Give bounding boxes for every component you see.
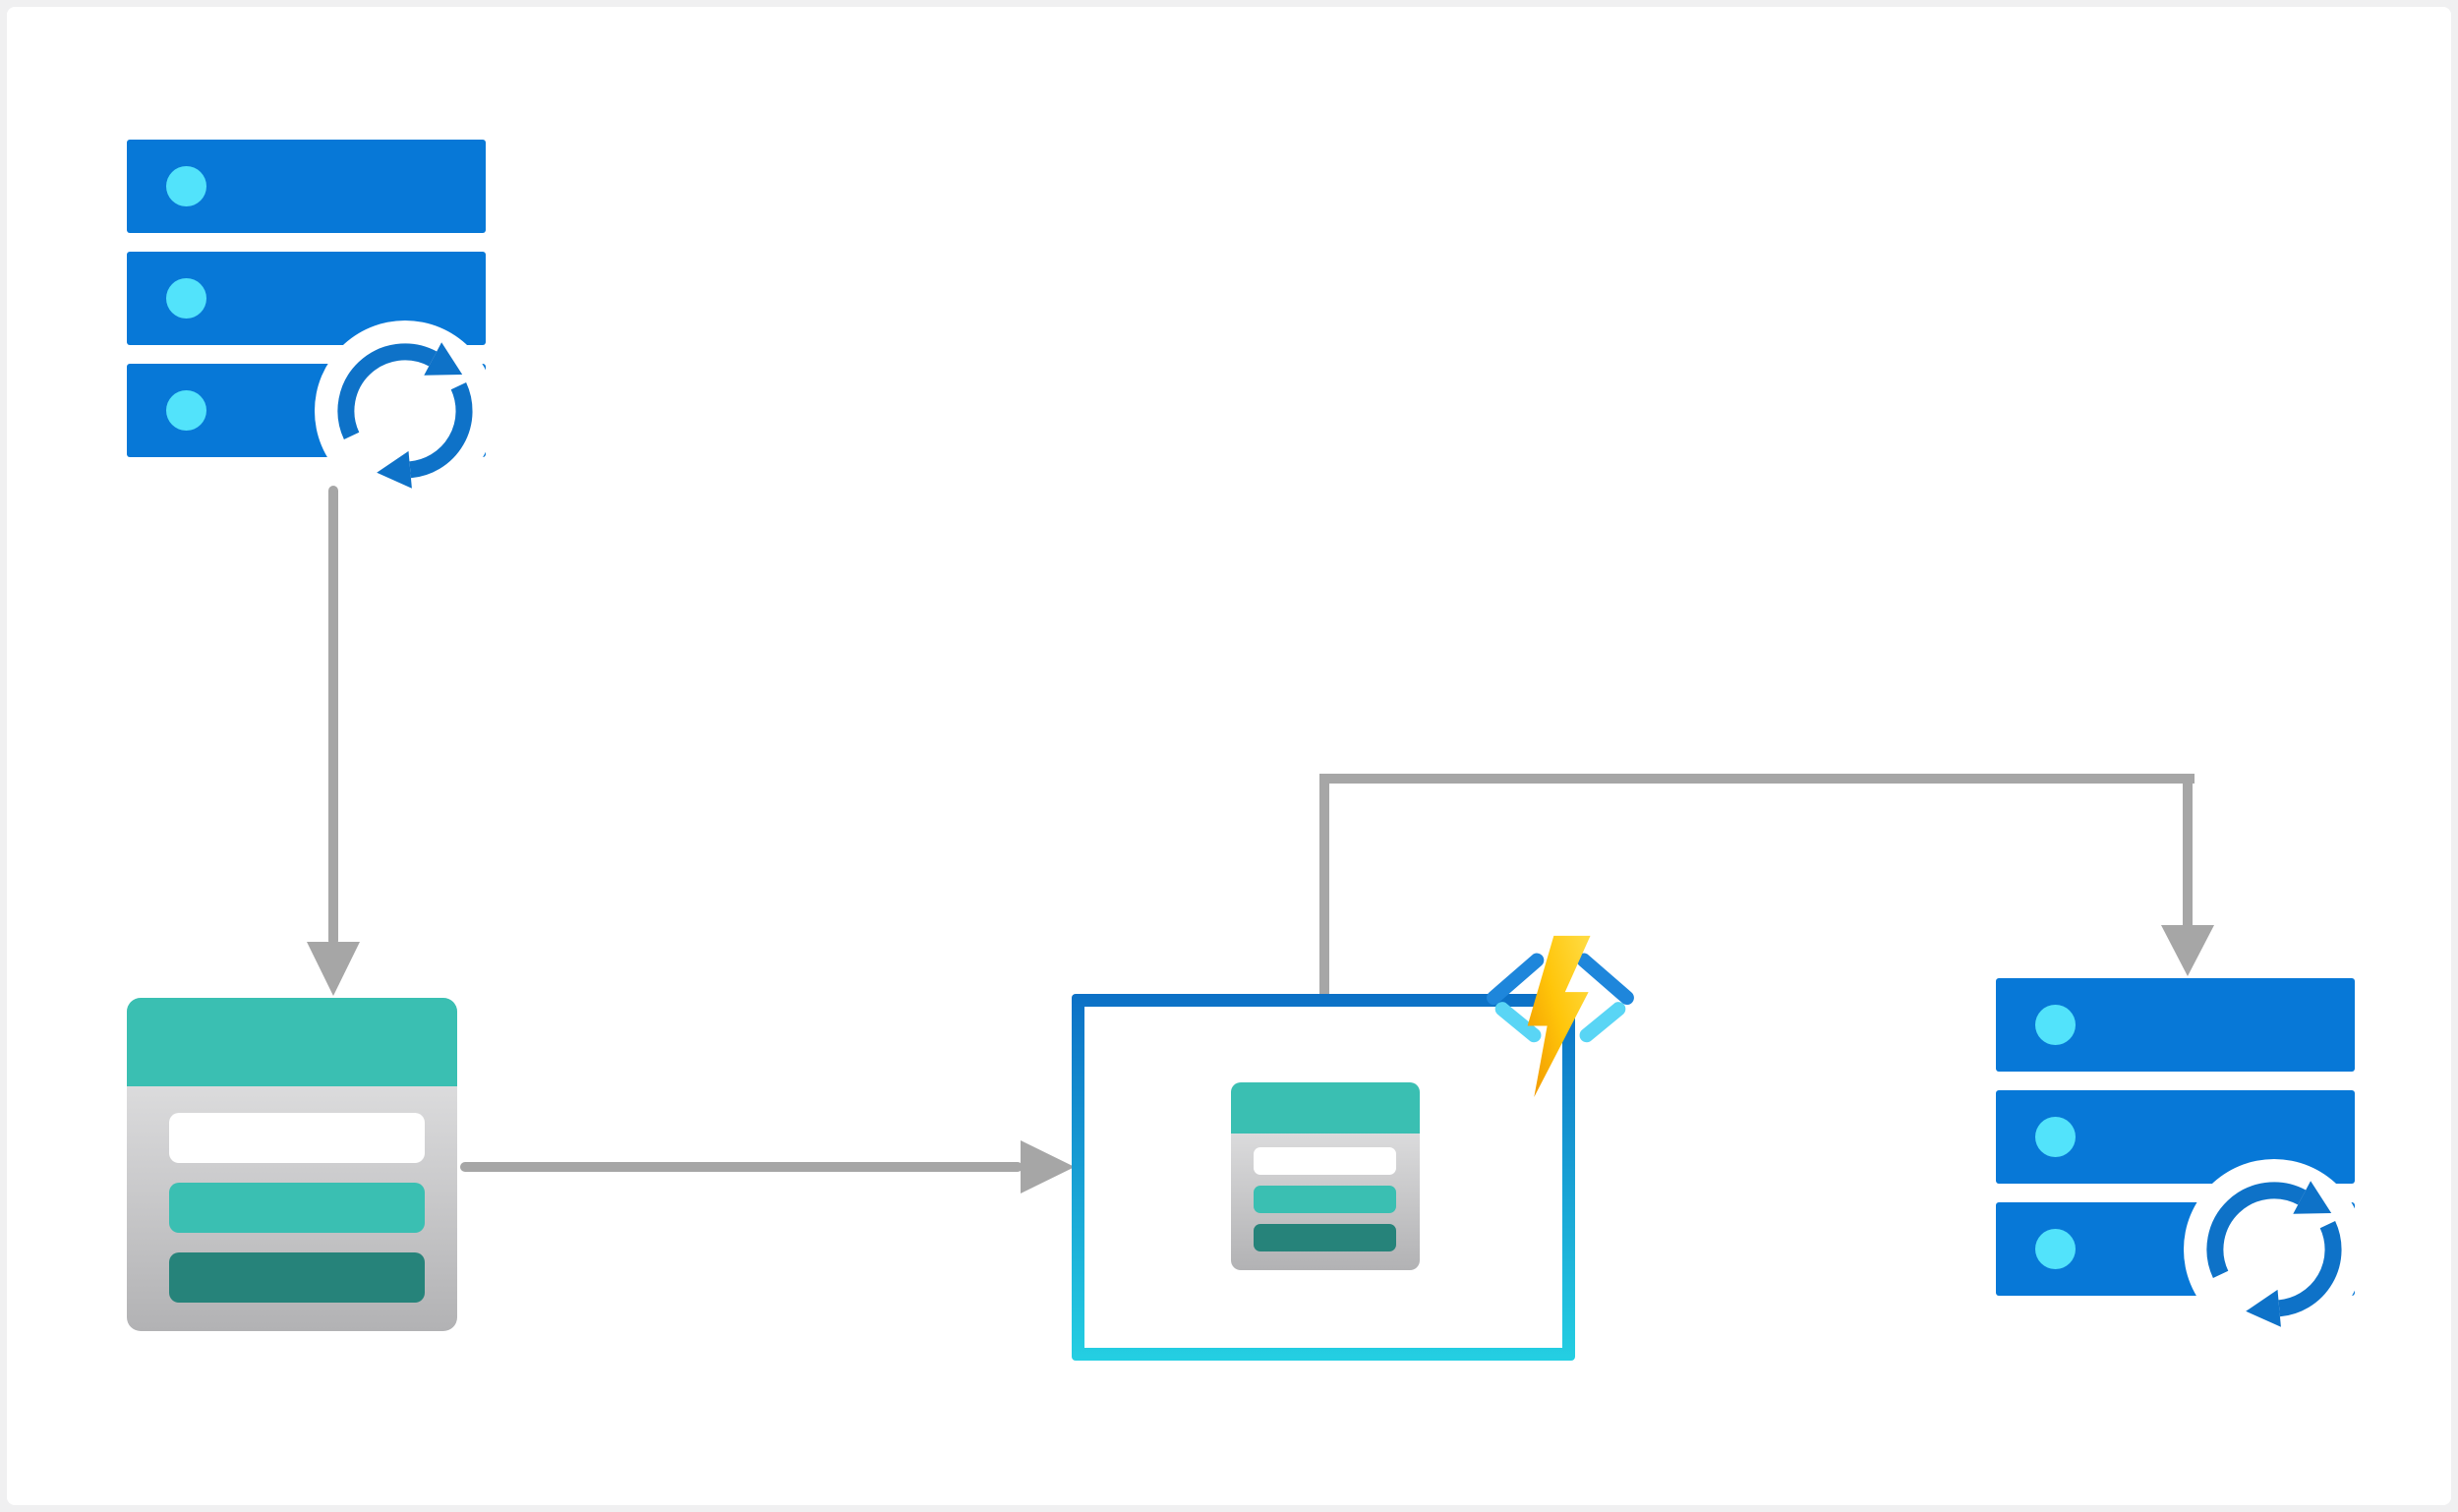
sync-arrows-icon bbox=[2184, 1159, 2365, 1340]
server-row bbox=[127, 252, 486, 345]
connector-function-across bbox=[1319, 774, 2195, 784]
led-dot bbox=[2035, 1117, 2076, 1157]
connector-function-down bbox=[2183, 774, 2193, 929]
led-dot bbox=[166, 278, 206, 319]
server-row bbox=[1996, 978, 2355, 1072]
connector-function-up bbox=[1319, 774, 1329, 996]
arrowhead-down-icon bbox=[2161, 925, 2214, 976]
table-row-dark-teal bbox=[1254, 1224, 1396, 1251]
table-icon-small bbox=[1231, 1082, 1420, 1270]
table-row-white bbox=[1254, 1147, 1396, 1175]
led-dot bbox=[166, 166, 206, 206]
table-header bbox=[127, 998, 457, 1086]
lightning-bolt-icon bbox=[1527, 935, 1591, 1098]
source-database-icon bbox=[127, 140, 496, 501]
azure-functions-icon bbox=[1487, 935, 1634, 1098]
connector-source-to-table bbox=[328, 486, 338, 946]
connector-table-to-function bbox=[460, 1162, 1023, 1172]
table-row-dark-teal bbox=[169, 1252, 425, 1303]
table-row-teal bbox=[1254, 1186, 1396, 1213]
table-icon bbox=[127, 998, 457, 1331]
code-bracket-left-icon bbox=[1487, 953, 1545, 1043]
table-header bbox=[1231, 1082, 1420, 1134]
led-dot bbox=[2035, 1005, 2076, 1045]
code-bracket-right-icon bbox=[1576, 953, 1634, 1043]
target-database-icon bbox=[1996, 978, 2365, 1340]
arrowhead-right-icon bbox=[1021, 1140, 1075, 1193]
table-row-teal bbox=[169, 1183, 425, 1233]
diagram-canvas bbox=[7, 7, 2451, 1505]
server-row bbox=[127, 140, 486, 233]
led-dot bbox=[166, 390, 206, 431]
led-dot bbox=[2035, 1229, 2076, 1269]
sync-arrows-icon bbox=[315, 320, 496, 501]
table-row-white bbox=[169, 1113, 425, 1163]
arrowhead-down-icon bbox=[307, 942, 360, 996]
